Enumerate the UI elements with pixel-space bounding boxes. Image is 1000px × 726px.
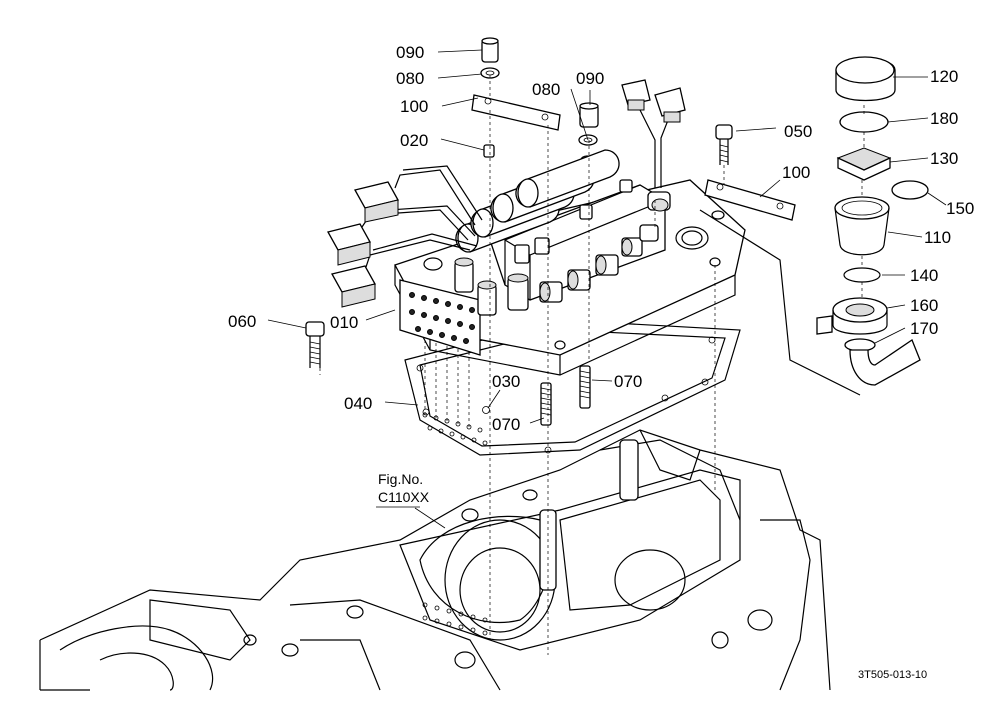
valve-assembly-010 [327,79,746,376]
label-090-nut: 090 [396,43,424,62]
label-070-stud-b: 070 [492,415,520,434]
label-120-cap: 120 [930,67,958,86]
label-010-valve: 010 [330,313,358,332]
label-060-bolt: 060 [228,312,256,331]
figure-ref-line2: C110XX [378,489,430,505]
label-030-o-ring: 030 [492,372,520,391]
small-parts [305,37,796,426]
label-080-washer: 080 [396,69,424,88]
drawing-code: 3T505-013-10 [858,669,927,681]
label-100-plate: 100 [400,97,428,116]
assembly-lines [319,75,865,655]
label-130-element: 130 [930,149,958,168]
label-070-stud-a: 070 [614,372,642,391]
label-170-pipe: 170 [910,319,938,338]
label-020-pin: 020 [400,131,428,150]
label-150-disc: 150 [946,199,974,218]
leader-lines [267,49,947,529]
figure-reference: Fig.No. C110XX [376,471,430,508]
label-160-collar: 160 [910,296,938,315]
label-110-cup: 110 [924,228,951,247]
label-080-washer-b: 080 [532,80,560,99]
transmission-case [39,429,831,691]
label-090-nut-b: 090 [576,69,604,88]
figure-ref-line1: Fig.No. [378,471,423,487]
filter-assembly [699,56,929,396]
label-040-gasket: 040 [344,394,372,413]
label-140-o-ring: 140 [910,266,938,285]
label-180-disc: 180 [930,109,958,128]
callout-labels: 090 080 100 020 080 090 050 100 060 010 … [228,43,974,434]
label-100-plate-b: 100 [782,163,810,182]
label-050-bolt: 050 [784,122,812,141]
